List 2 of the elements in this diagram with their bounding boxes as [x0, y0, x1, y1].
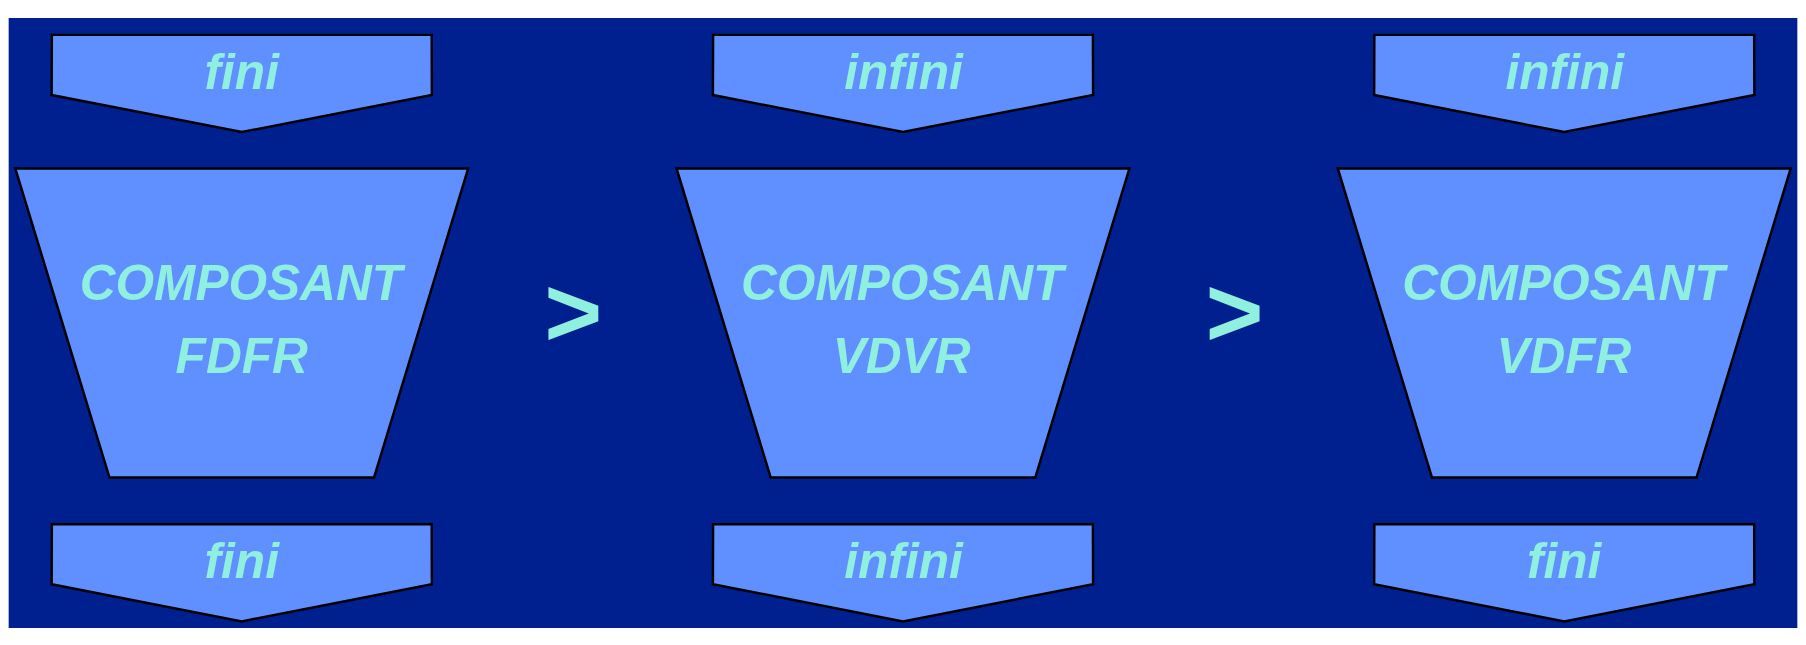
label: >	[1203, 255, 1262, 367]
label: >	[542, 255, 601, 367]
